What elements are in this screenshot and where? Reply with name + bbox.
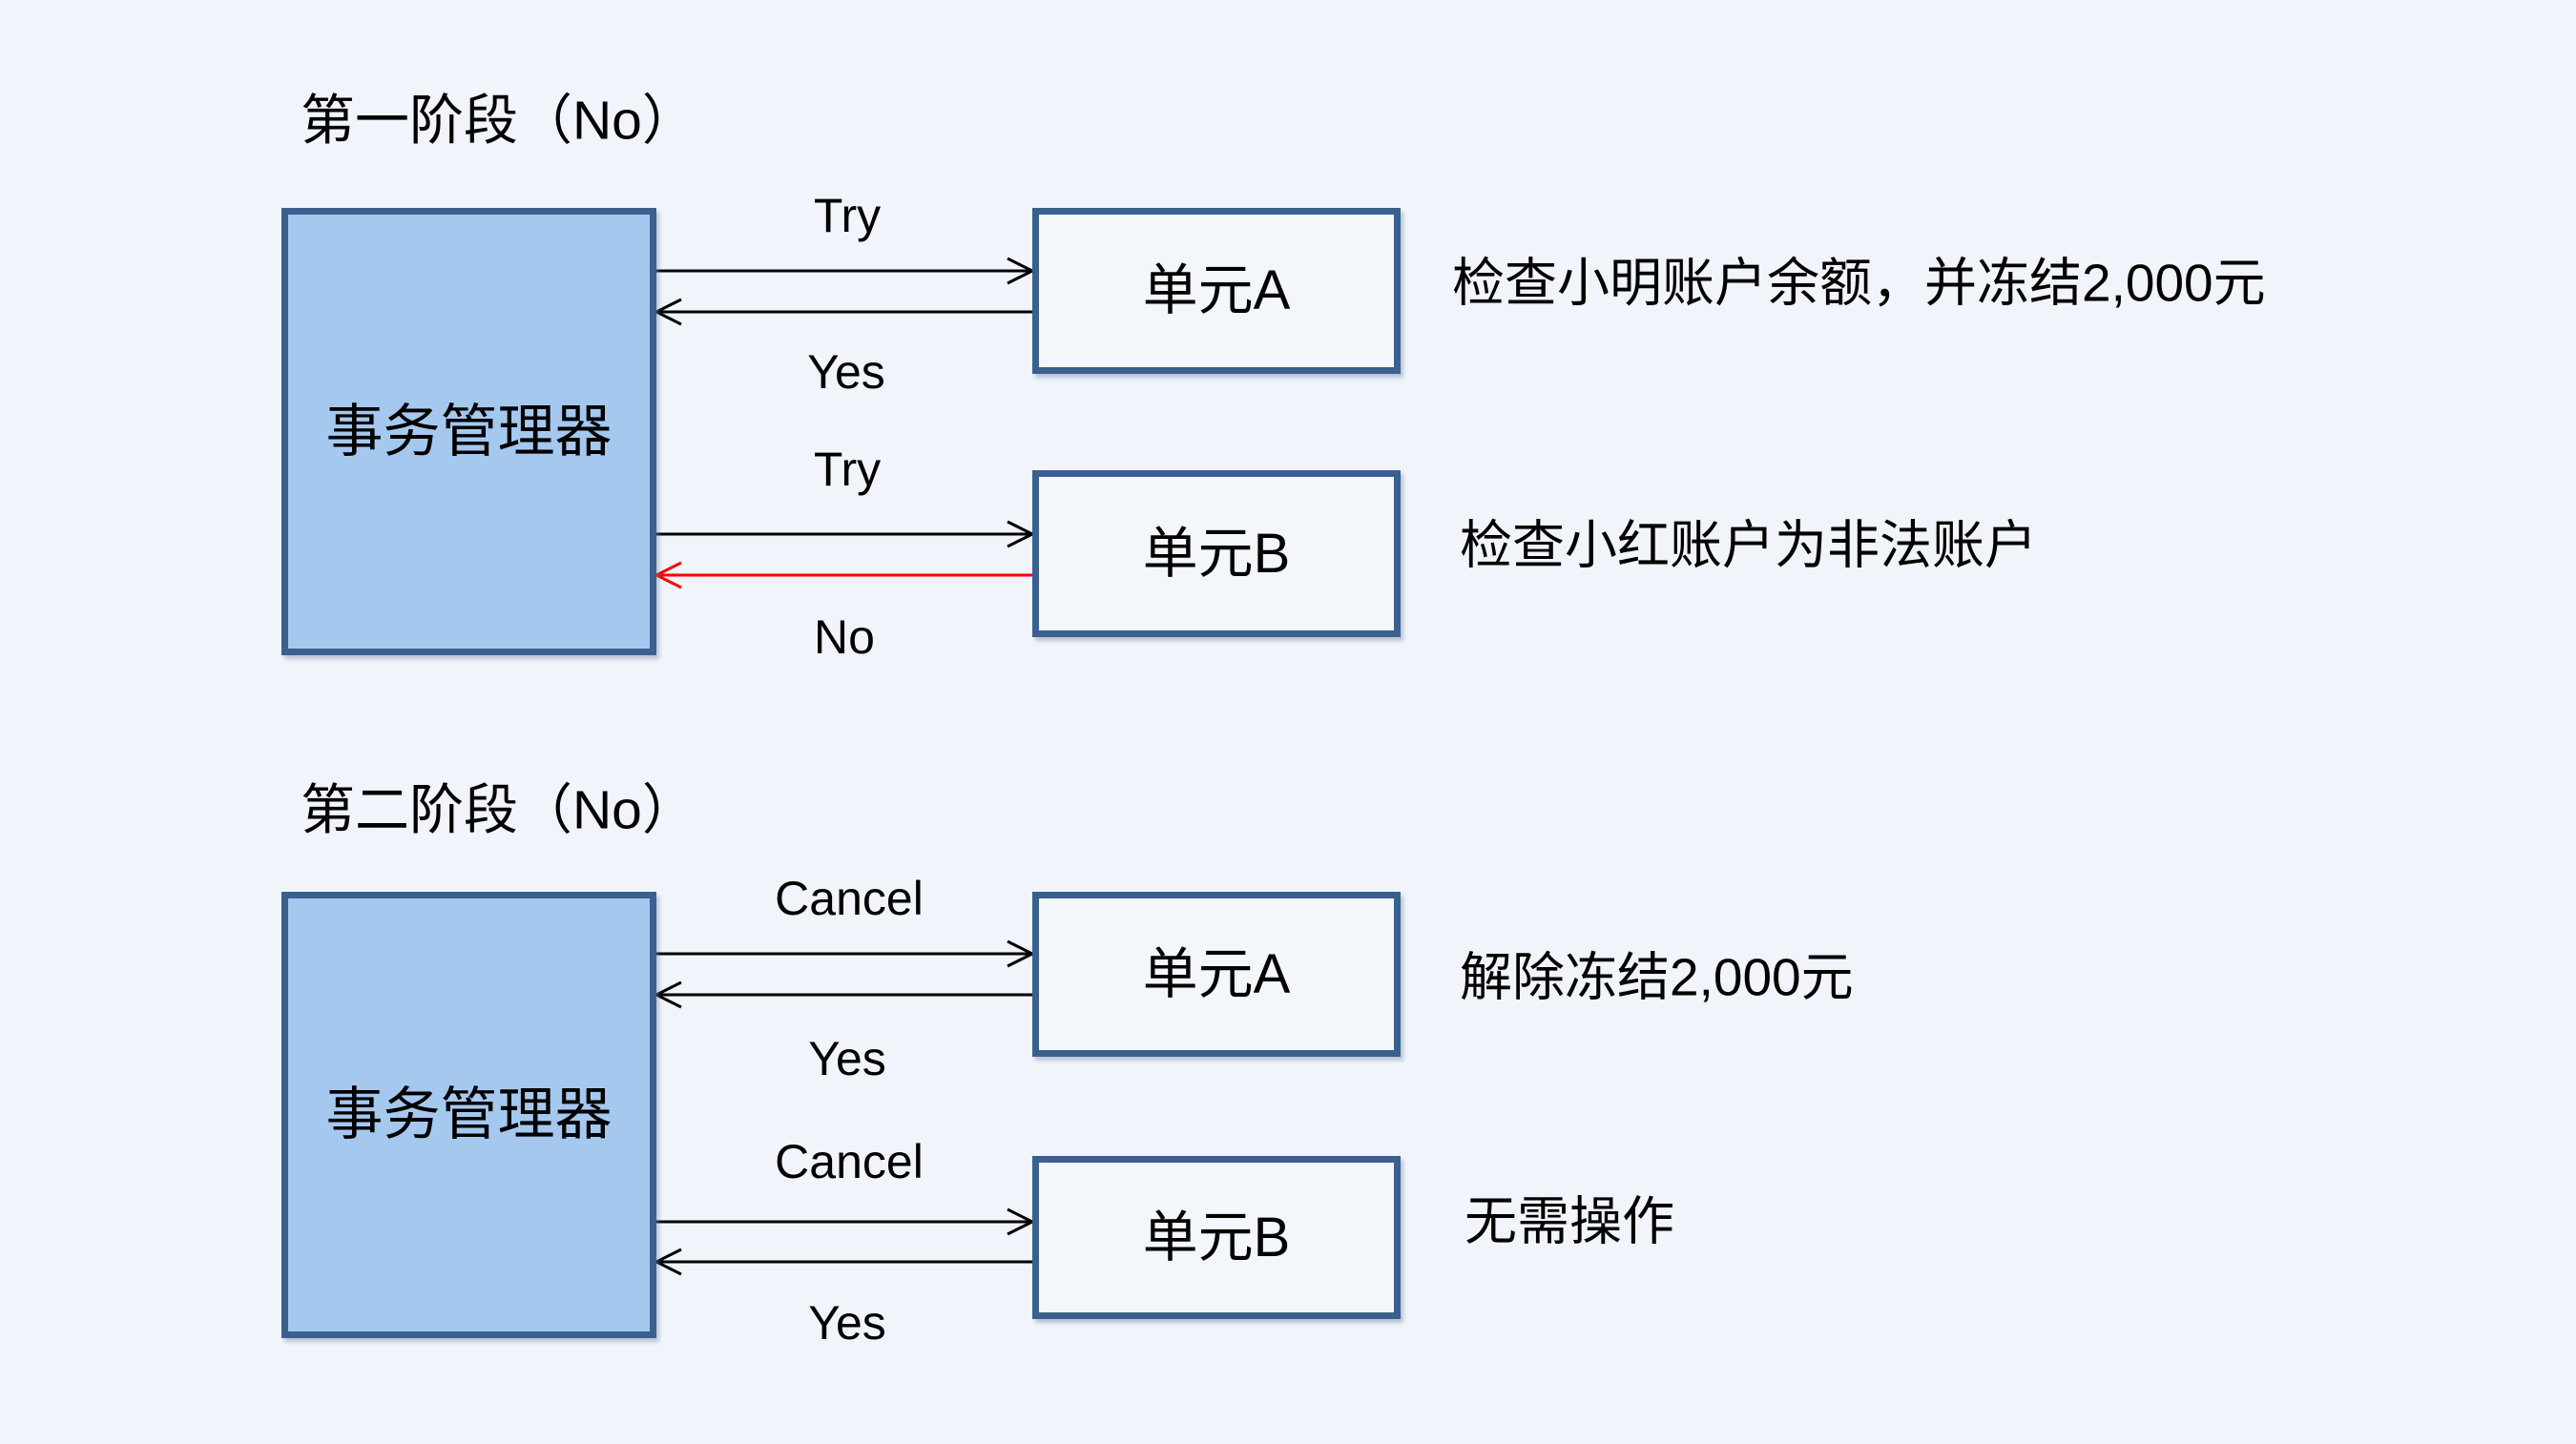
phase1-manager-label: 事务管理器	[325, 399, 613, 464]
phase2-unit-a-response-label: Yes	[808, 1032, 886, 1085]
phase2-unit-b-request-label: Cancel	[775, 1135, 924, 1188]
phase1-unit-b-request-label: Try	[813, 443, 882, 496]
phase1-unit-b-description: 检查小红账户为非法账户	[1460, 515, 2038, 575]
phase2-unit-a-label: 单元A	[1142, 942, 1291, 1005]
phase2-manager-box: 事务管理器	[281, 892, 656, 1338]
phase2-unit-b-label: 单元B	[1142, 1206, 1291, 1269]
phase1-unit-a-response-label: Yes	[807, 345, 885, 399]
phase2-unit-b-description: 无需操作	[1465, 1191, 1675, 1251]
phase1-title: 第一阶段（No）	[301, 90, 696, 152]
phase1-unit-a-box: 单元A	[1032, 208, 1401, 374]
phase1-unit-a-description: 检查小明账户余额，并冻结2,000元	[1452, 253, 2266, 313]
phase2-title: 第二阶段（No）	[301, 779, 696, 841]
phase2-unit-a-box: 单元A	[1032, 892, 1401, 1057]
phase2-unit-a-description: 解除冻结2,000元	[1460, 947, 1854, 1007]
phase2-unit-b-box: 单元B	[1032, 1156, 1401, 1319]
phase1-unit-b-box: 单元B	[1032, 470, 1401, 637]
phase1-unit-b-response-label: No	[814, 610, 875, 664]
phase2-unit-a-request-label: Cancel	[775, 872, 924, 925]
phase1-unit-a-request-label: Try	[813, 189, 882, 242]
phase2-manager-label: 事务管理器	[325, 1083, 613, 1146]
phase1-manager-box: 事务管理器	[281, 208, 656, 655]
phase1-unit-a-label: 单元A	[1142, 259, 1291, 321]
phase1-unit-b-label: 单元B	[1142, 522, 1291, 585]
phase2-unit-b-response-label: Yes	[808, 1296, 886, 1350]
